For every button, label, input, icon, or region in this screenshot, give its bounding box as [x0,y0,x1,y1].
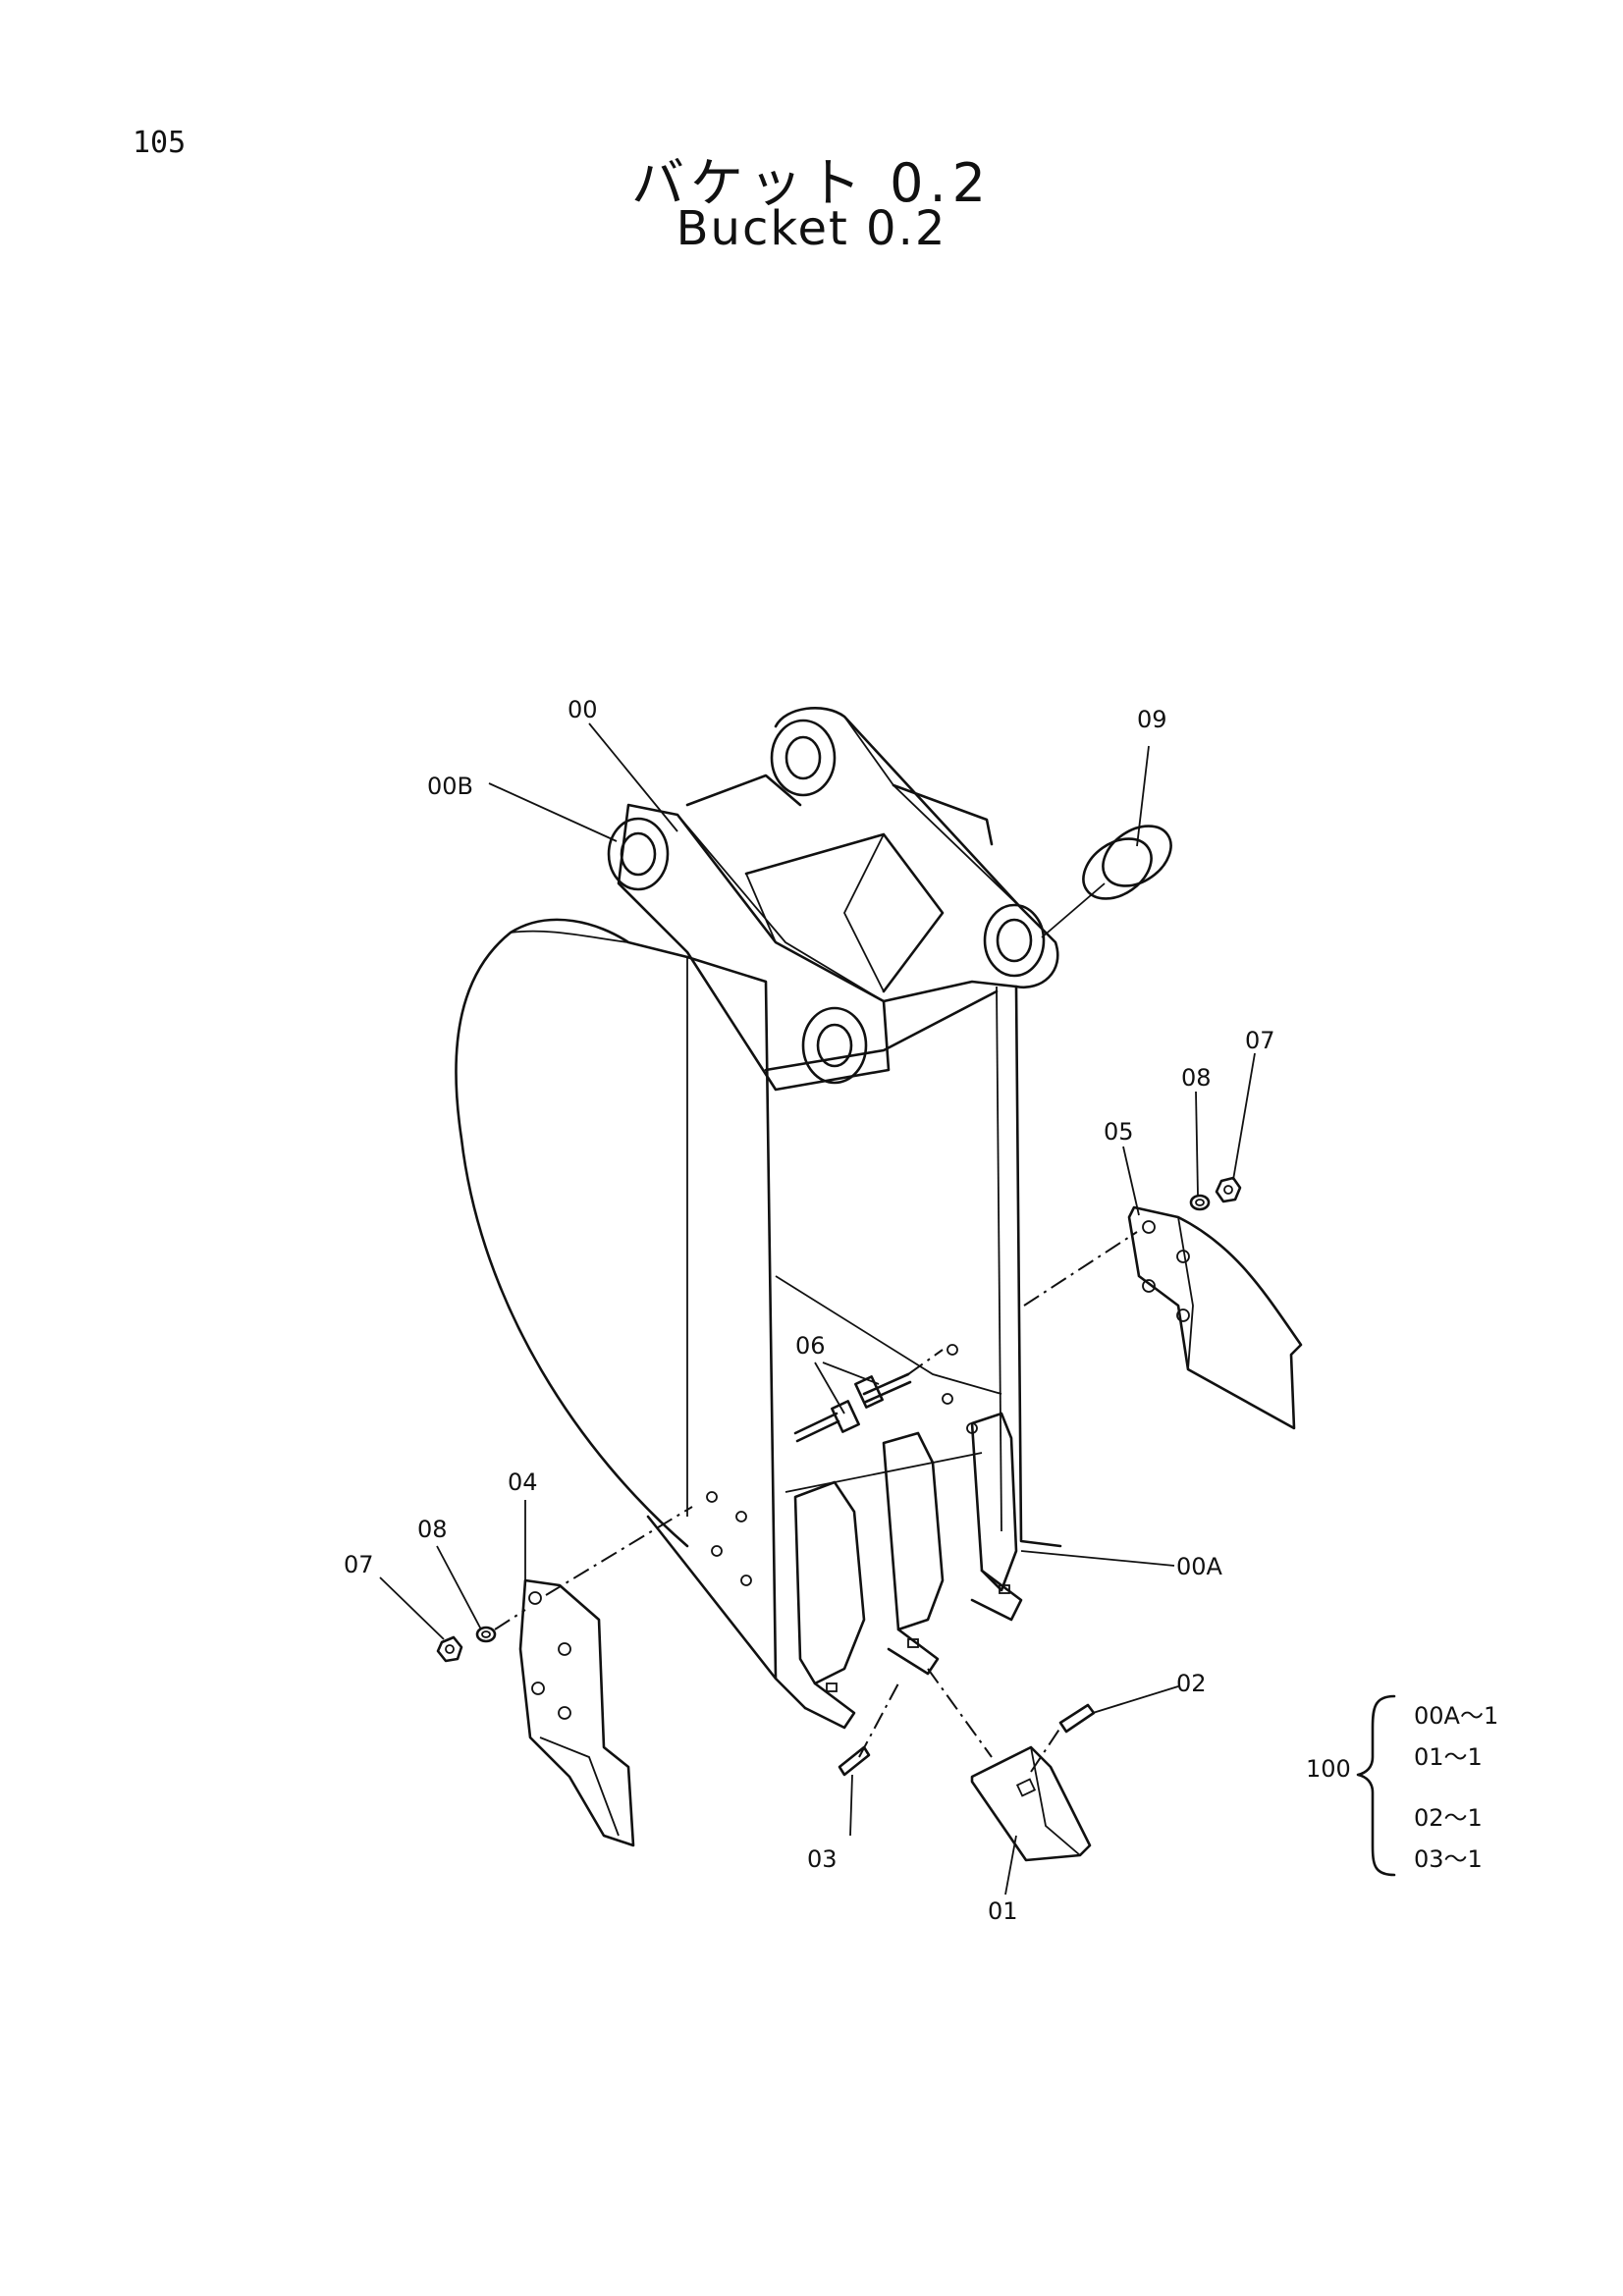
label-07-left: 07 [344,1551,374,1578]
part-03-lock [838,1682,899,1777]
label-00b: 00B [427,773,473,800]
part-06-bolts [793,1349,944,1443]
left-bolt-centerline [494,1609,526,1630]
assembly-legend: 100 00A～1 01～1 02～1 03～1 [1306,1694,1498,1877]
label-09: 09 [1137,706,1167,733]
part-05-side-cutter [1023,1205,1303,1430]
assembly-brace [1356,1694,1396,1877]
label-04: 04 [508,1468,538,1496]
assembly-item-1: 00A～1 [1414,1702,1498,1730]
assembly-item-4: 03～1 [1414,1845,1483,1873]
label-06: 06 [795,1332,826,1360]
mounting-bracket [617,706,1059,1092]
label-07-right: 07 [1245,1027,1275,1054]
assembly-item-2: 01～1 [1414,1743,1483,1771]
page-number: 105 [133,126,187,160]
boss-right-rear [983,903,1046,978]
assembly-item-3: 02～1 [1414,1804,1483,1832]
tooth-adapters [793,1412,1023,1730]
part-labels: 00 00B 09 07 08 05 06 04 08 07 00A 02 03… [344,696,1275,1925]
title-english: Bucket 0.2 [676,201,947,256]
part-02-pin [1030,1703,1096,1773]
boss-right-front [801,1006,868,1085]
label-00a: 00A [1176,1553,1223,1580]
label-08-right: 08 [1181,1064,1212,1092]
label-02: 02 [1176,1670,1207,1697]
part-07-nut-right [1215,1176,1242,1203]
label-01: 01 [988,1897,1018,1925]
title-japanese: バケット 0.2 [630,152,993,214]
assembly-number: 100 [1306,1755,1351,1783]
bucket-body [455,918,1062,1710]
leader-lines [379,722,1256,1896]
part-07-nut-left [436,1635,463,1663]
boss-left-rear [770,719,837,797]
label-05: 05 [1104,1118,1134,1146]
label-03: 03 [807,1845,838,1873]
part-08-washer-left [475,1626,497,1643]
part-01-tooth-point [927,1668,1092,1862]
part-04-side-cutter [518,1506,693,1847]
label-00: 00 [568,696,598,723]
part-08-washer-right [1189,1194,1211,1211]
boss-left-front [607,817,670,891]
side-plate-holes [706,1344,978,1586]
label-08-left: 08 [417,1516,448,1543]
part-09-bushing [1041,825,1172,938]
